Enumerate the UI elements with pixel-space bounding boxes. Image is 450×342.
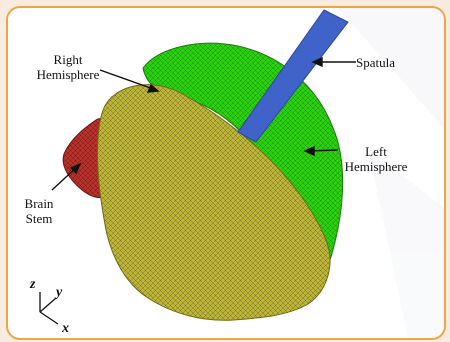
axis-z-label: z	[29, 277, 36, 292]
brain-stem-label: Brain Stem	[14, 196, 64, 226]
axis-y-label: y	[54, 285, 63, 300]
spatula-label: Spatula	[356, 55, 416, 70]
figure-frame: z y x Right Hemisphere Spatula Left Hemi…	[6, 6, 446, 340]
axis-x-label: x	[61, 321, 69, 336]
right-hemisphere-label: Right Hemisphere	[28, 52, 108, 82]
left-hemisphere-label: Left Hemisphere	[336, 144, 416, 174]
